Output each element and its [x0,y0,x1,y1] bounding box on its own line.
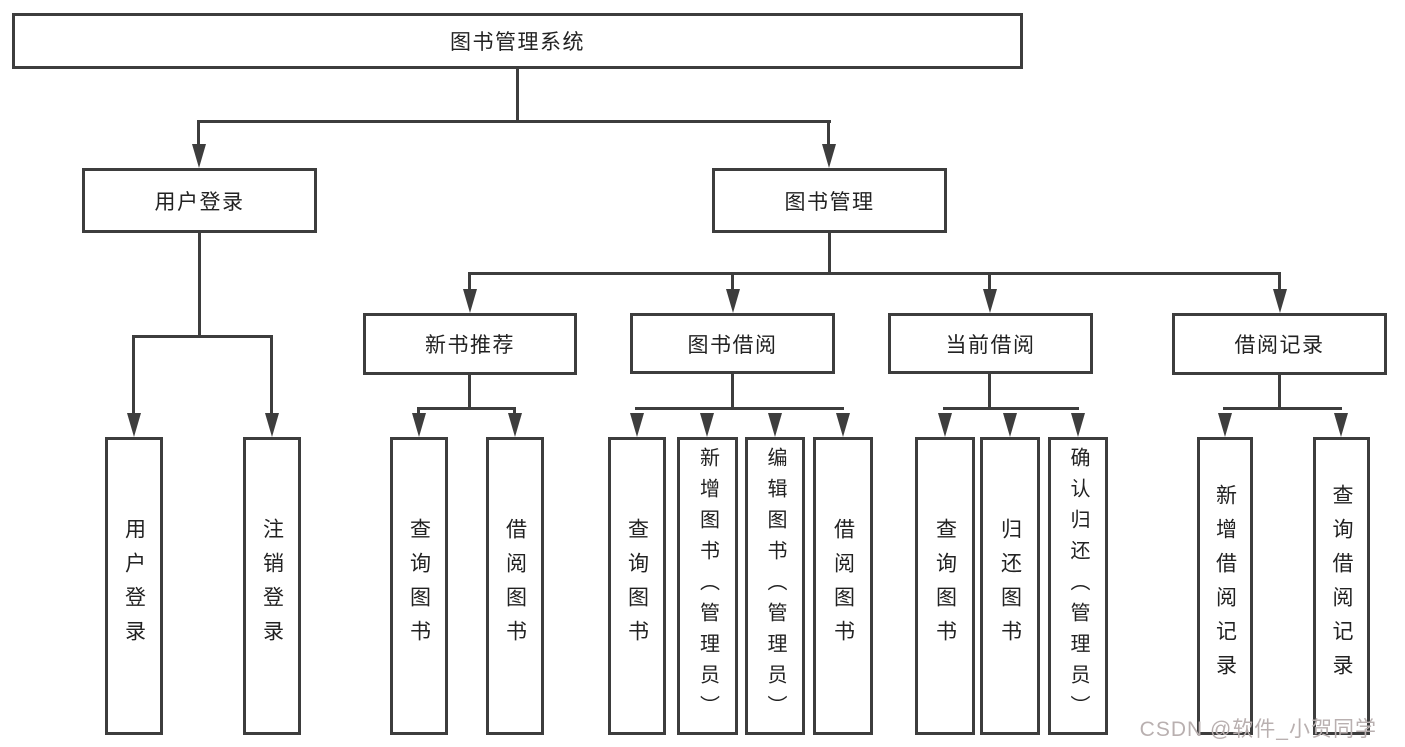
leaf-user-login: 用户登录 [105,437,163,735]
connector-borrow-records-down [1278,375,1281,410]
connector-stub-borrow-book-rec [513,407,516,417]
node-user-login: 用户登录 [82,168,317,233]
node-current-borrow: 当前借阅 [888,313,1093,374]
leaf-logout: 注销登录 [243,437,301,735]
leaf-edit-book-admin-label: 编辑图书（管理员） [764,446,786,726]
arrowhead-query-book-borrow [630,413,644,437]
node-user-login-label: 用户登录 [154,190,245,214]
connector-book-mgmt-span [468,272,1281,275]
leaf-add-book-admin: 新增图书（管理员） [677,437,738,735]
leaf-query-borrow-record-label: 查询借阅记录 [1330,484,1353,688]
leaf-edit-book-admin: 编辑图书（管理员） [745,437,805,735]
node-book-mgmt: 图书管理 [712,168,947,233]
leaf-confirm-return-admin-label: 确认归还（管理员） [1067,446,1089,726]
arrowhead-edit-book-admin [768,413,782,437]
leaf-borrow-book-rec: 借阅图书 [486,437,544,735]
connector-stub-borrow-records [1278,272,1281,293]
node-current-borrow-label: 当前借阅 [945,333,1036,357]
arrowhead-return-book [1003,413,1017,437]
leaf-return-book: 归还图书 [980,437,1040,735]
node-book-borrow: 图书借阅 [630,313,835,374]
connector-stub-leaf-logout [270,335,273,417]
node-root-label: 图书管理系统 [450,31,585,54]
leaf-query-book-rec-label: 查询图书 [407,518,431,654]
leaf-query-book-current: 查询图书 [915,437,975,735]
arrowhead-add-borrow-record [1218,413,1232,437]
arrowhead-borrow-book-rec [508,413,522,437]
node-new-book-rec: 新书推荐 [363,313,577,375]
arrowhead-add-book-admin [700,413,714,437]
connector-root-span [197,120,831,123]
arrowhead-leaf-logout [265,413,279,437]
leaf-query-borrow-record: 查询借阅记录 [1313,437,1370,735]
watermark: CSDN @软件_小贺同学 [1139,718,1377,741]
arrowhead-leaf-user-login [127,413,141,437]
node-borrow-records-label: 借阅记录 [1234,334,1325,357]
leaf-return-book-label: 归还图书 [998,518,1022,654]
arrowhead-book-mgmt [822,144,836,168]
connector-new-book-rec-down [468,375,471,410]
leaf-borrow-book-borrow-label: 借阅图书 [831,518,855,654]
arrowhead-current-borrow [983,289,997,313]
leaf-add-borrow-record-label: 新增借阅记录 [1213,484,1237,688]
leaf-query-book-rec: 查询图书 [390,437,448,735]
arrowhead-query-book-rec [412,413,426,437]
arrowhead-user-login [192,144,206,168]
connector-stub-user-login [197,120,200,148]
connector-stub-book-borrow [731,272,734,293]
connector-stub-current-borrow [988,272,991,293]
leaf-logout-label: 注销登录 [260,518,284,654]
leaf-borrow-book-rec-label: 借阅图书 [503,518,527,654]
connector-stub-new-book-rec [468,272,471,293]
node-new-book-rec-label: 新书推荐 [425,334,515,357]
connector-user-login-down [198,233,201,337]
connector-current-borrow-span [943,407,1079,410]
connector-book-borrow-down [731,374,734,410]
leaf-add-borrow-record: 新增借阅记录 [1197,437,1253,735]
connector-stub-book-mgmt [827,120,830,148]
connector-root-down [516,69,519,122]
arrowhead-book-borrow [726,289,740,313]
connector-new-book-rec-span [417,407,516,410]
node-book-mgmt-label: 图书管理 [784,190,875,214]
leaf-query-book-current-label: 查询图书 [933,518,957,654]
arrowhead-borrow-records [1273,289,1287,313]
leaf-query-book-borrow: 查询图书 [608,437,666,735]
leaf-add-book-admin-label: 新增图书（管理员） [696,446,719,726]
leaf-borrow-book-borrow: 借阅图书 [813,437,873,735]
connector-stub-query-book-rec [417,407,420,417]
arrowhead-borrow-book-borrow [836,413,850,437]
leaf-confirm-return-admin: 确认归还（管理员） [1048,437,1108,735]
connector-borrow-records-span [1223,407,1342,410]
node-root: 图书管理系统 [12,13,1023,69]
node-book-borrow-label: 图书借阅 [687,333,778,357]
connector-book-mgmt-down [828,233,831,274]
leaf-user-login-label: 用户登录 [122,518,146,654]
connector-user-login-span [132,335,273,338]
arrowhead-new-book-rec [463,289,477,313]
leaf-query-book-borrow-label: 查询图书 [625,518,649,654]
connector-current-borrow-down [988,374,991,410]
node-borrow-records: 借阅记录 [1172,313,1387,375]
arrowhead-confirm-return-admin [1071,413,1085,437]
connector-book-borrow-span [635,407,844,410]
connector-stub-leaf-user-login [132,335,135,417]
arrowhead-query-borrow-record [1334,413,1348,437]
arrowhead-query-book-current [938,413,952,437]
